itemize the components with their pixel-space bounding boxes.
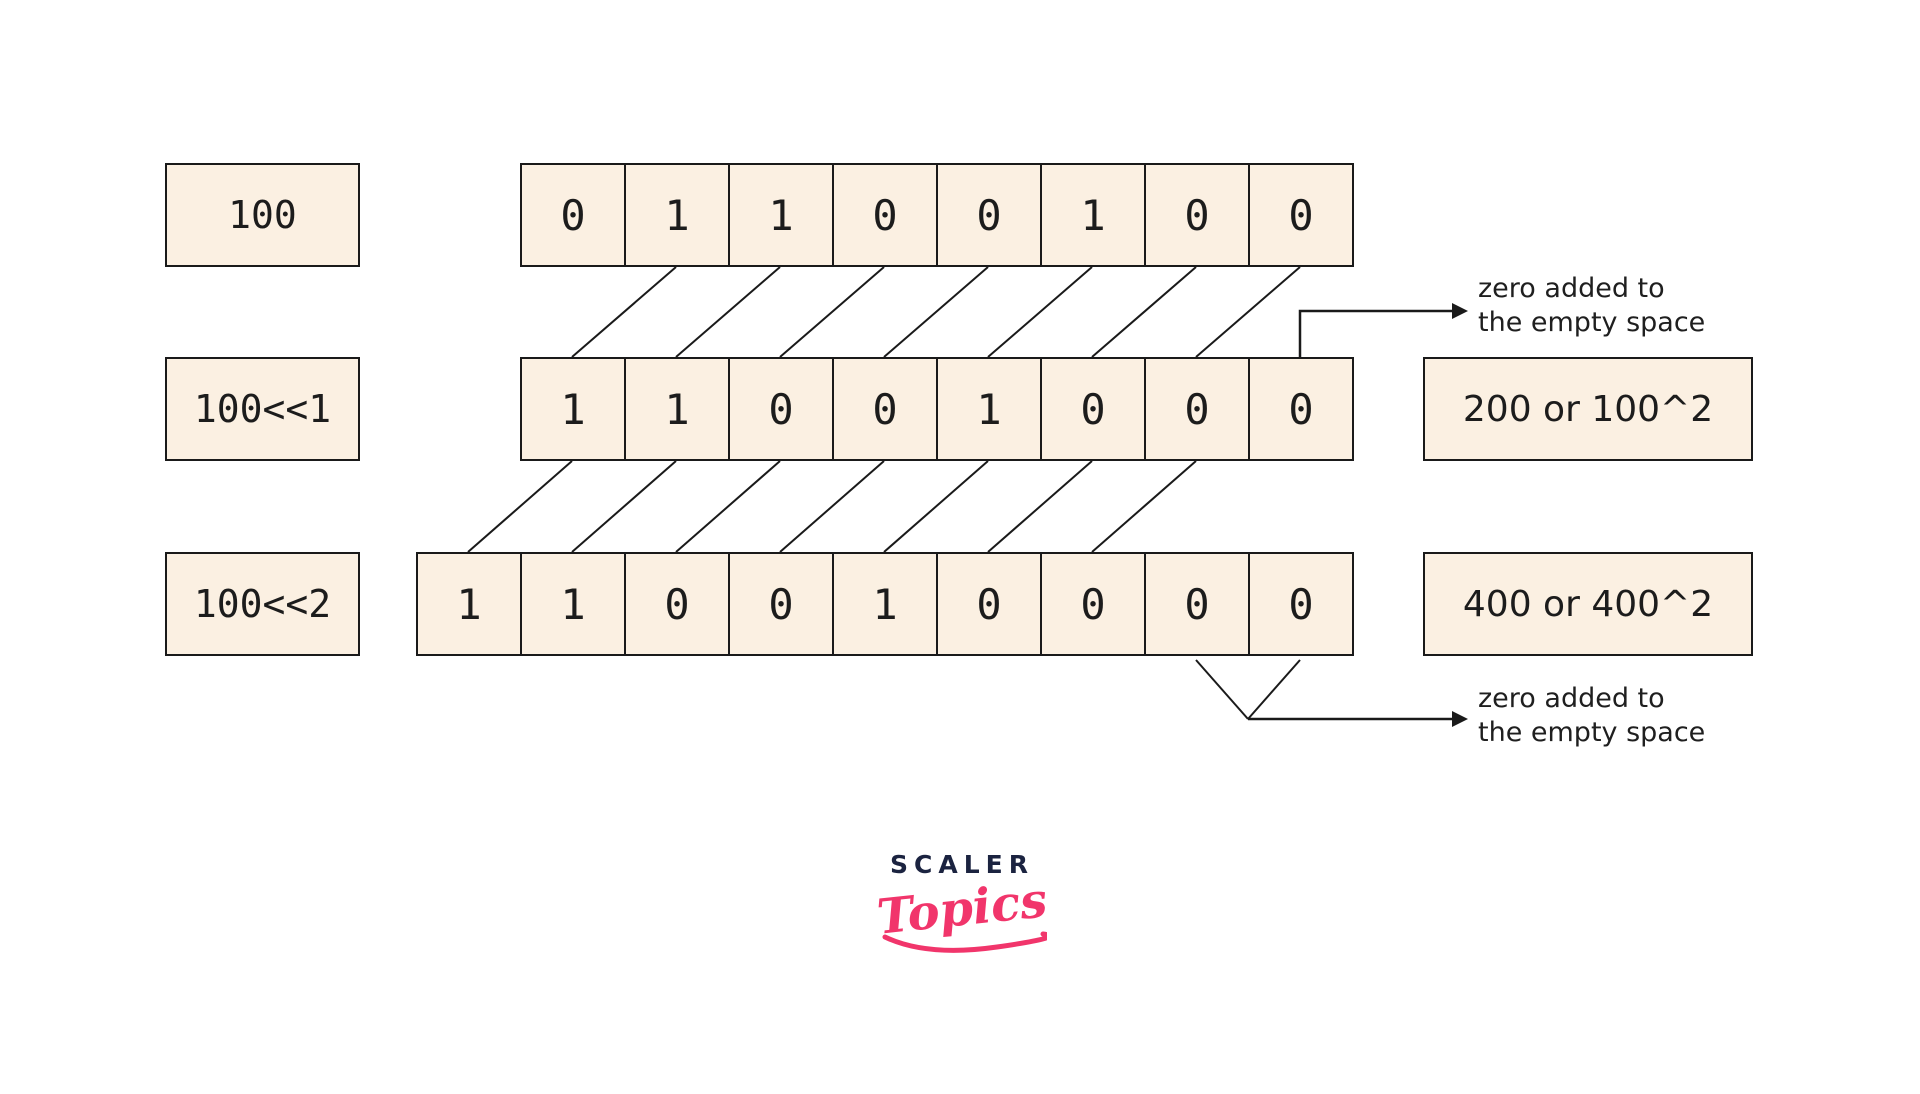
annotation-line: zero added to <box>1478 273 1665 304</box>
bit-cell: 1 <box>520 357 626 461</box>
label-box-100-shl-2: 100<<2 <box>165 552 360 656</box>
bit-cell: 0 <box>1144 163 1250 267</box>
bit-cell: 0 <box>1248 163 1354 267</box>
bit-cell: 0 <box>520 163 626 267</box>
bit-cell: 0 <box>832 163 938 267</box>
logo-brand-text: SCALER <box>890 850 1034 879</box>
annotation-zero-added-bottom: zero added to the empty space <box>1478 682 1808 750</box>
annotation-line: zero added to <box>1478 683 1665 714</box>
bit-cell: 0 <box>832 357 938 461</box>
bit-cell: 0 <box>1144 357 1250 461</box>
logo-sub-text: Topics <box>874 872 1050 946</box>
bit-cell: 0 <box>1248 552 1354 656</box>
bit-cell: 1 <box>624 163 730 267</box>
logo-flourish-swash <box>882 931 1047 953</box>
annotation-zero-added-top: zero added to the empty space <box>1478 272 1808 340</box>
bit-cell: 1 <box>520 552 626 656</box>
label-box-100: 100 <box>165 163 360 267</box>
bit-cell: 1 <box>832 552 938 656</box>
bit-cell: 1 <box>728 163 834 267</box>
result-box-200: 200 or 100^2 <box>1423 357 1753 461</box>
bit-cell: 1 <box>624 357 730 461</box>
bit-cell: 0 <box>1248 357 1354 461</box>
bit-cell: 1 <box>936 357 1042 461</box>
annotation-line: the empty space <box>1478 307 1706 338</box>
bit-cell: 1 <box>1040 163 1146 267</box>
bit-cell: 0 <box>1144 552 1250 656</box>
label-box-100-shl-1: 100<<1 <box>165 357 360 461</box>
bit-cell: 0 <box>728 357 834 461</box>
scaler-topics-logo: SCALER Topics <box>812 850 1112 957</box>
bit-cell: 0 <box>728 552 834 656</box>
bit-cell: 1 <box>416 552 522 656</box>
bit-cell: 0 <box>624 552 730 656</box>
annotation-line: the empty space <box>1478 717 1706 748</box>
bit-cell: 0 <box>1040 552 1146 656</box>
bit-cell: 0 <box>1040 357 1146 461</box>
bit-cell: 0 <box>936 163 1042 267</box>
bit-cell: 0 <box>936 552 1042 656</box>
result-box-400: 400 or 400^2 <box>1423 552 1753 656</box>
